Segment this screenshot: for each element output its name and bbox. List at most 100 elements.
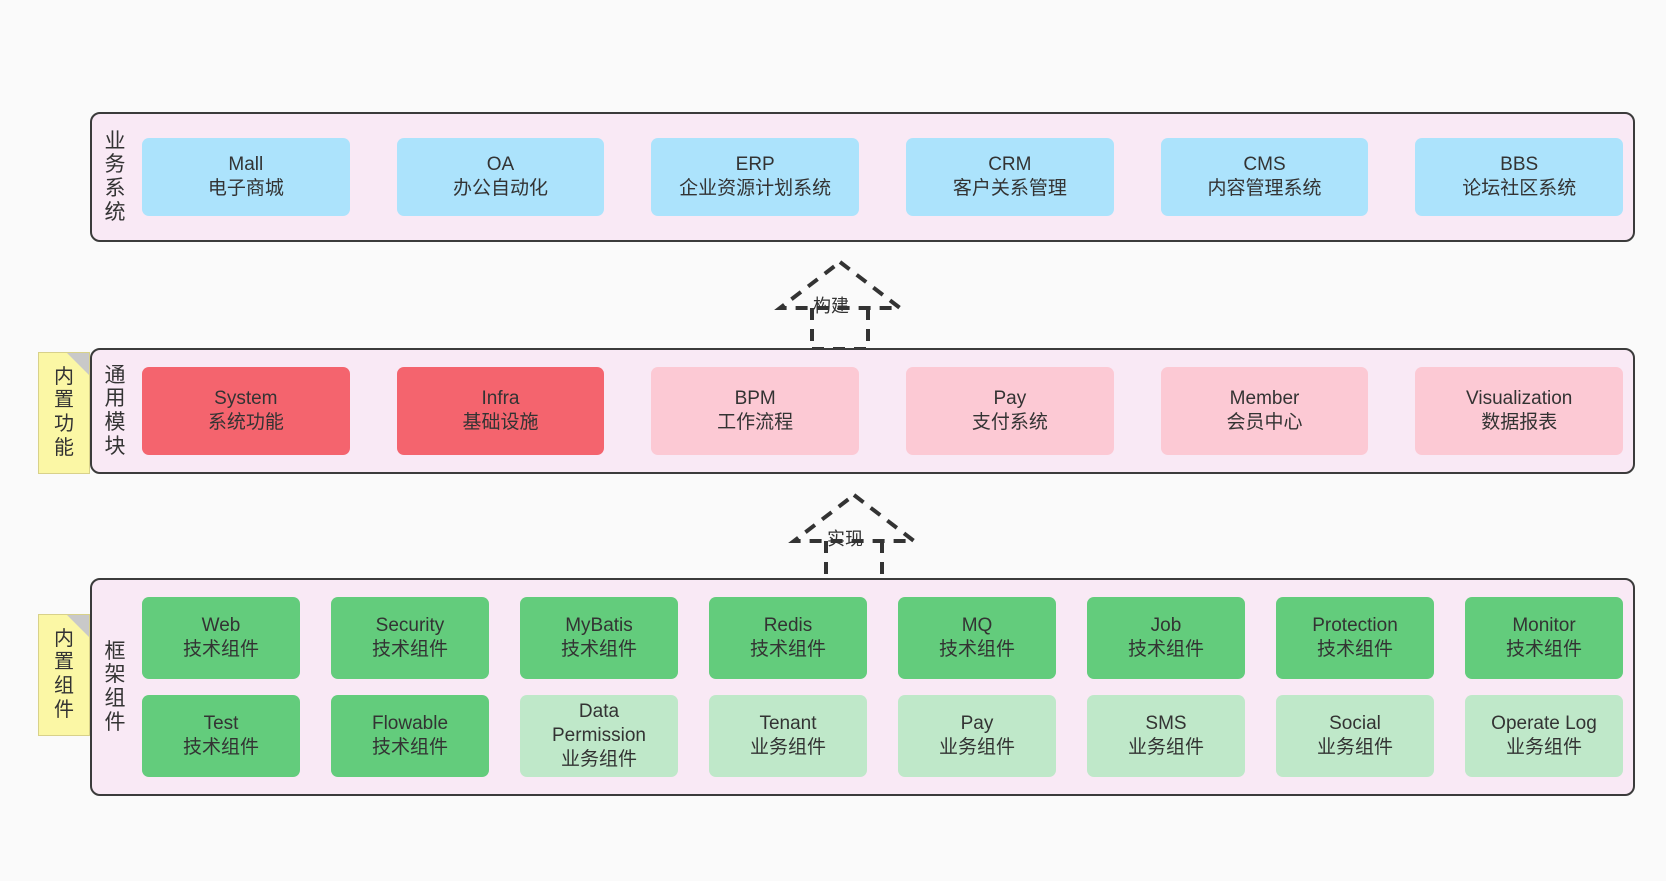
node-title: Security — [375, 614, 445, 636]
node-subtitle: 会员中心 — [1226, 412, 1303, 433]
node-infra[interactable]: Infra 基础设施 — [396, 367, 605, 455]
node-subtitle: 内容管理系统 — [1207, 178, 1322, 199]
node-subtitle: 办公自动化 — [453, 178, 549, 199]
node-subtitle: 客户关系管理 — [952, 178, 1067, 199]
layer-label-char: 用 — [104, 387, 126, 411]
node-row: Test 技术组件 Flowable 技术组件 Data Permission … — [142, 695, 1623, 777]
node-title: Tenant — [759, 712, 817, 734]
node-subtitle: 技术组件 — [182, 737, 259, 758]
node-pay-component[interactable]: Pay 业务组件 — [898, 695, 1056, 777]
layer-label-char: 组 — [104, 687, 126, 710]
node-row: System 系统功能 Infra 基础设施 BPM 工作流程 Pay 支付系统… — [142, 367, 1624, 455]
node-subtitle: 论坛社区系统 — [1462, 178, 1577, 199]
sticky-char: 组 — [54, 675, 74, 697]
sticky-fold-icon — [67, 615, 89, 637]
sticky-note-builtin-component: 内 置 组 件 — [38, 614, 90, 736]
node-subtitle: 工作流程 — [717, 412, 794, 433]
node-subtitle: 电子商城 — [207, 178, 284, 199]
node-subtitle: 业务组件 — [1316, 737, 1393, 758]
node-subtitle: 业务组件 — [1505, 737, 1582, 758]
node-oa[interactable]: OA 办公自动化 — [396, 138, 605, 216]
node-visualization[interactable]: Visualization 数据报表 — [1415, 367, 1624, 455]
layer-label-char: 业 — [104, 129, 126, 153]
layer-label-char: 框 — [104, 639, 126, 663]
node-mybatis[interactable]: MyBatis 技术组件 — [520, 597, 678, 679]
node-title: Pay — [993, 387, 1027, 409]
node-erp[interactable]: ERP 企业资源计划系统 — [651, 138, 860, 216]
node-title: Pay — [960, 712, 994, 734]
node-crm[interactable]: CRM 客户关系管理 — [906, 138, 1114, 216]
node-operate-log[interactable]: Operate Log 业务组件 — [1465, 695, 1623, 777]
node-social[interactable]: Social 业务组件 — [1276, 695, 1434, 777]
node-system[interactable]: System 系统功能 — [142, 367, 350, 455]
node-test[interactable]: Test 技术组件 — [142, 695, 300, 777]
layer-label-business-system: 业 务 系 统 — [92, 114, 138, 240]
node-monitor[interactable]: Monitor 技术组件 — [1465, 597, 1623, 679]
node-redis[interactable]: Redis 技术组件 — [709, 597, 867, 679]
layer-label-char: 架 — [104, 663, 126, 687]
node-subtitle: 业务组件 — [1127, 737, 1204, 758]
node-cms[interactable]: CMS 内容管理系统 — [1160, 138, 1369, 216]
layer-label-char: 系 — [104, 177, 126, 200]
node-subtitle: 技术组件 — [371, 639, 448, 660]
sticky-char: 能 — [54, 436, 74, 459]
node-data-permission[interactable]: Data Permission 业务组件 — [520, 695, 678, 777]
node-bbs[interactable]: BBS 论坛社区系统 — [1415, 138, 1624, 216]
node-bpm[interactable]: BPM 工作流程 — [651, 367, 860, 455]
node-web[interactable]: Web 技术组件 — [142, 597, 300, 679]
layer-label-char: 通 — [104, 363, 126, 387]
sticky-fold-icon — [67, 353, 89, 375]
node-title: Infra — [481, 387, 520, 409]
node-mall[interactable]: Mall 电子商城 — [142, 138, 350, 216]
node-security[interactable]: Security 技术组件 — [331, 597, 489, 679]
node-tenant[interactable]: Tenant 业务组件 — [709, 695, 867, 777]
node-job[interactable]: Job 技术组件 — [1087, 597, 1245, 679]
node-title: Monitor — [1512, 614, 1576, 636]
node-mq[interactable]: MQ 技术组件 — [898, 597, 1056, 679]
node-title: MyBatis — [565, 614, 633, 636]
sticky-note-builtin-function: 内 置 功 能 — [38, 352, 90, 474]
arrow-implement-label: 实现 — [827, 529, 863, 549]
node-subtitle: 企业资源计划系统 — [679, 178, 832, 199]
node-subtitle: 业务组件 — [560, 749, 637, 771]
node-title: System — [214, 387, 278, 409]
node-subtitle: 技术组件 — [560, 639, 637, 660]
node-title: Test — [203, 712, 239, 734]
node-subtitle: 系统功能 — [207, 412, 284, 433]
node-subtitle: 技术组件 — [1505, 639, 1582, 660]
node-title: BBS — [1500, 153, 1539, 175]
layer-label-char: 务 — [104, 153, 126, 177]
node-title: Data Permission — [552, 700, 646, 746]
layer-business-system: 业 务 系 统 Mall 电子商城 OA 办公自动化 ERP 企业资源计划系统 — [90, 112, 1635, 242]
node-subtitle: 技术组件 — [182, 639, 259, 660]
node-row: Web 技术组件 Security 技术组件 MyBatis 技术组件 Redi… — [142, 597, 1623, 679]
node-title: CMS — [1243, 153, 1286, 175]
layer-label-common-modules: 通 用 模 块 — [92, 350, 138, 472]
layer-label-char: 块 — [104, 434, 126, 458]
node-flowable[interactable]: Flowable 技术组件 — [331, 695, 489, 777]
layer-common-modules: 通 用 模 块 System 系统功能 Infra 基础设施 BPM 工作流程 — [90, 348, 1635, 474]
node-row: Mall 电子商城 OA 办公自动化 ERP 企业资源计划系统 CRM 客户关系… — [142, 138, 1624, 216]
layer-framework-components: 框 架 组 件 Web 技术组件 Security 技术组件 MyBatis 技… — [90, 578, 1635, 796]
node-subtitle: 业务组件 — [938, 737, 1015, 758]
node-title: Member — [1229, 387, 1300, 409]
node-protection[interactable]: Protection 技术组件 — [1276, 597, 1434, 679]
node-member[interactable]: Member 会员中心 — [1160, 367, 1369, 455]
layer-label-char: 件 — [104, 710, 126, 734]
sticky-char: 件 — [54, 698, 74, 721]
layer-body-business-system: Mall 电子商城 OA 办公自动化 ERP 企业资源计划系统 CRM 客户关系… — [138, 114, 1633, 240]
node-subtitle: 支付系统 — [971, 412, 1048, 433]
node-sms[interactable]: SMS 业务组件 — [1087, 695, 1245, 777]
node-pay[interactable]: Pay 支付系统 — [906, 367, 1114, 455]
sticky-char: 功 — [54, 413, 74, 435]
node-subtitle: 业务组件 — [749, 737, 826, 758]
node-subtitle: 技术组件 — [1127, 639, 1204, 660]
node-title: Operate Log — [1491, 712, 1597, 734]
arrow-build-label: 构建 — [813, 296, 849, 316]
node-title: CRM — [988, 153, 1032, 175]
arrow-build: 构建 — [752, 256, 932, 351]
sticky-char: 置 — [54, 389, 74, 412]
node-title: Flowable — [371, 712, 449, 734]
node-title: Social — [1329, 712, 1381, 734]
